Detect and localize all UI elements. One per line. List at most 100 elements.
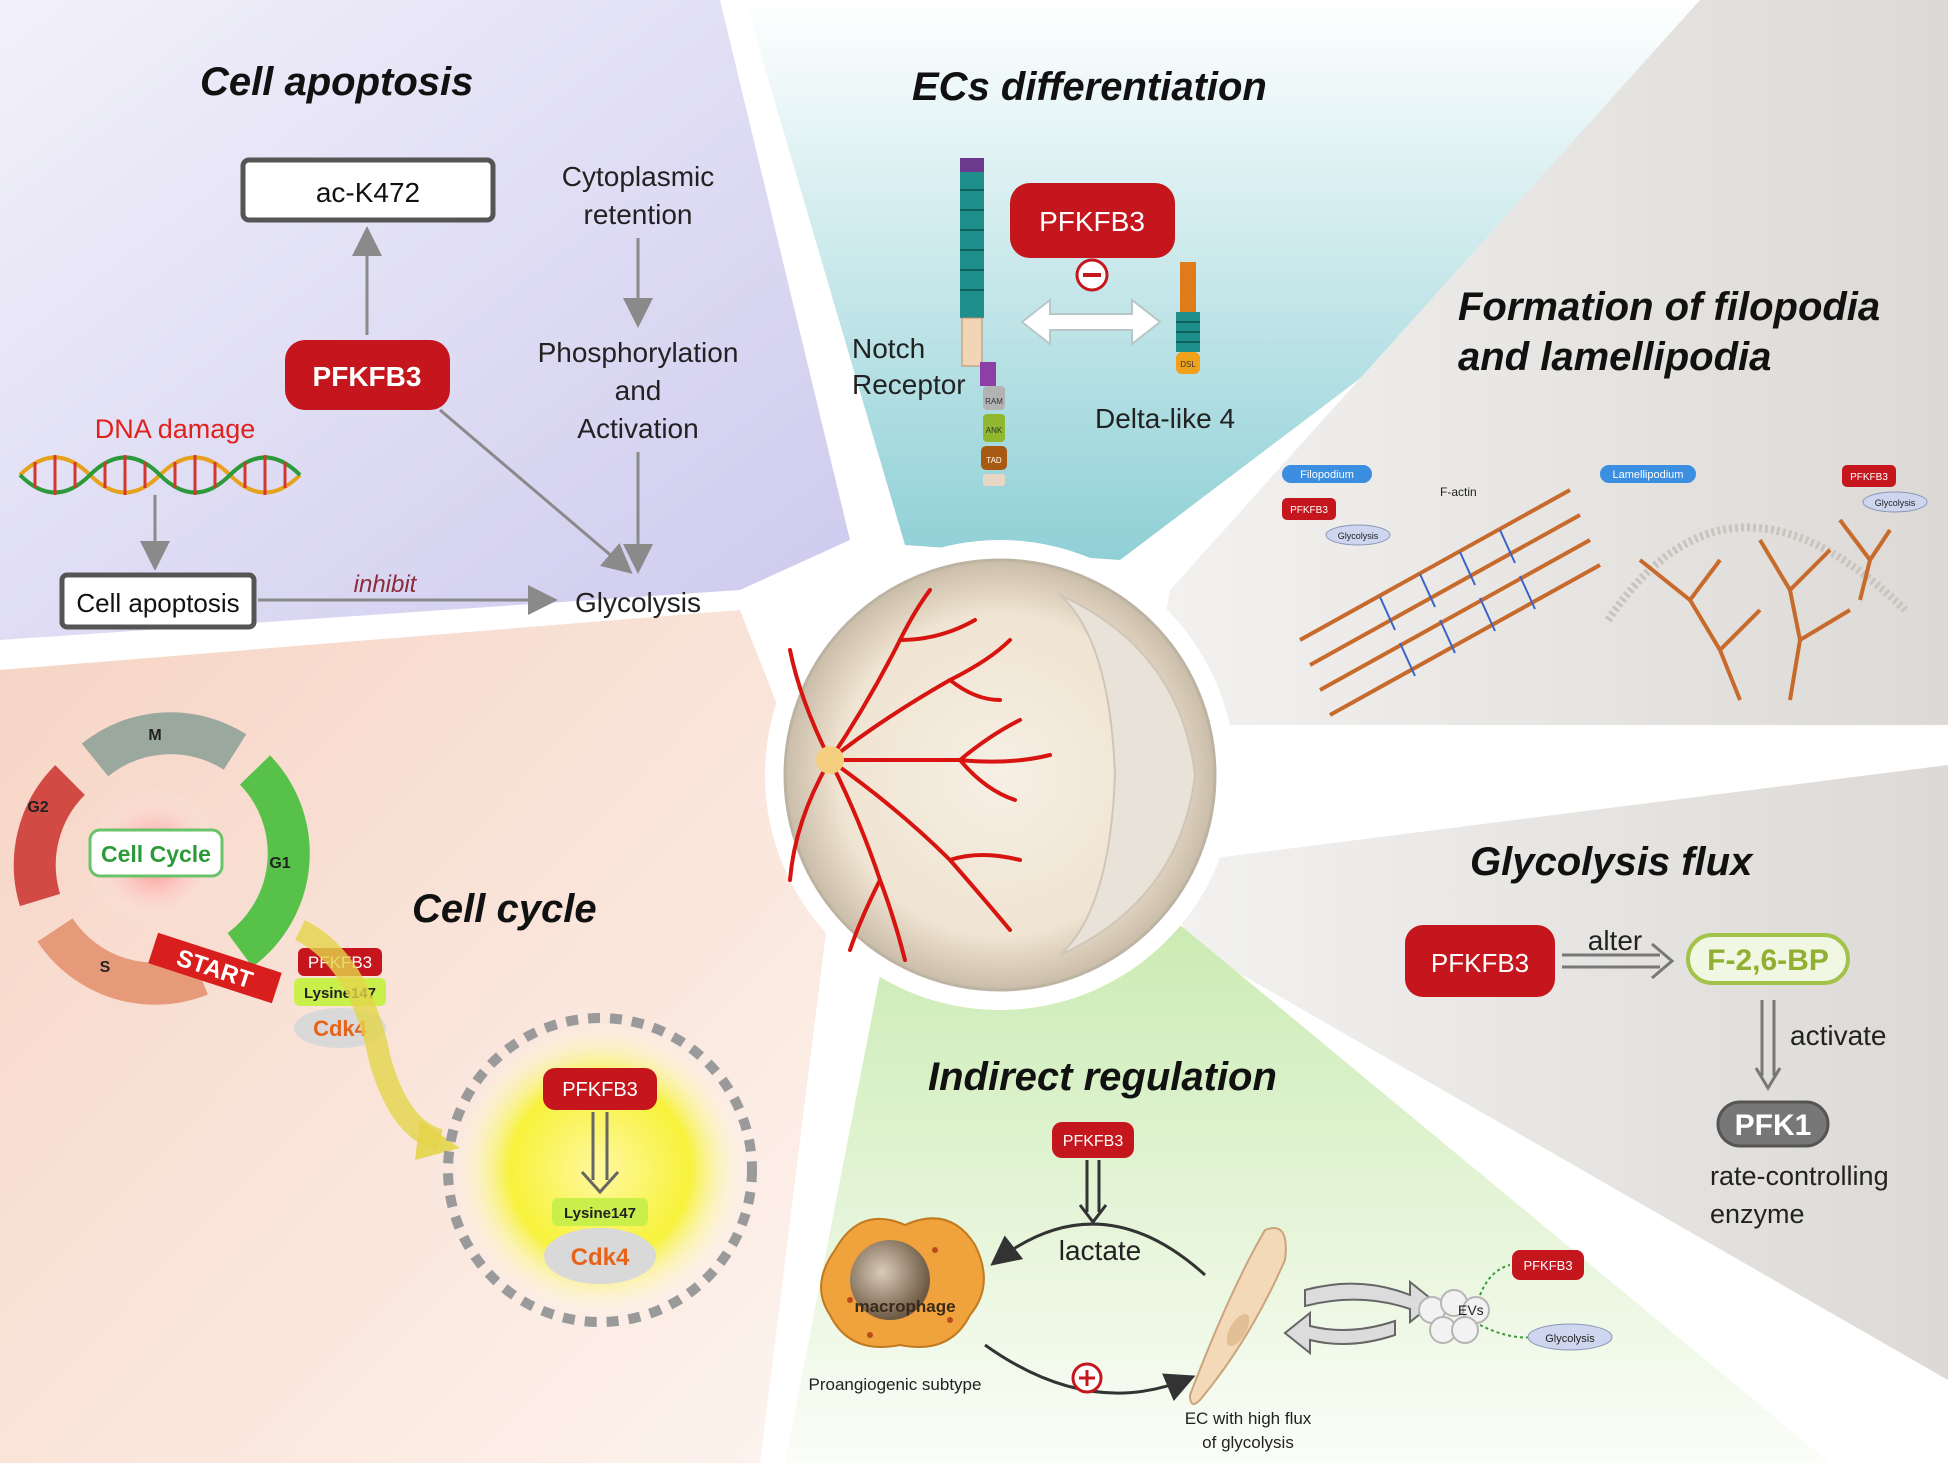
phosphorylation-label-1: Phosphorylation [538, 337, 739, 368]
flux-pfkfb3-label: PFKFB3 [1431, 948, 1529, 978]
lamellipodium-pfkfb3-label: PFKFB3 [1850, 472, 1888, 483]
lamellipodium-label: Lamellipodium [1613, 469, 1684, 481]
nucleus-membrane [443, 1013, 757, 1327]
phase-g2-label: G2 [27, 799, 48, 816]
pfk1-pill [1716, 1100, 1830, 1148]
notch-label-2: Receptor [852, 369, 966, 400]
macrophage-icon [820, 1217, 985, 1348]
svg-text:DSL: DSL [1180, 360, 1196, 369]
dna-helix-icon [18, 455, 302, 495]
indirect-down-arrow [1078, 1160, 1108, 1225]
nucleus-cdk4-ellipse [544, 1228, 656, 1284]
indirect-pfkfb3-pill [1052, 1122, 1134, 1158]
evs-cluster-icon [1418, 1289, 1490, 1344]
phosphorylation-label-2: and [615, 375, 662, 406]
f26bp-label: F-2,6-BP [1707, 944, 1829, 977]
cell-cycle-title: Cell cycle [412, 887, 597, 931]
indirect-title: Indirect regulation [928, 1055, 1277, 1099]
enzyme-label-2: enzyme [1710, 1199, 1805, 1229]
alter-label: alter [1588, 925, 1642, 956]
f26bp-pill [1686, 933, 1850, 985]
ecs-pfkfb3-label: PFKFB3 [1039, 206, 1145, 237]
nucleus-pfkfb3-label: PFKFB3 [562, 1079, 638, 1101]
evs-label: EVs [1458, 1302, 1484, 1318]
svg-text:TAD: TAD [986, 456, 1002, 465]
endothelial-cell-icon [1188, 1227, 1287, 1405]
cell-apoptosis-label: Cell apoptosis [76, 588, 239, 618]
inhibit-label: inhibit [354, 571, 418, 598]
ev-glycolysis-label: Glycolysis [1545, 1333, 1595, 1345]
notch-delta-interaction-arrow [1020, 297, 1162, 347]
phase-s-label: S [100, 959, 111, 976]
nucleus-lysine-pill [552, 1198, 648, 1226]
lamellipodium-pfkfb3-pill [1842, 465, 1896, 487]
cell-cycle-center-label: Cell Cycle [101, 841, 211, 867]
flux-pfkfb3-pill [1405, 925, 1555, 997]
svg-text:ANK: ANK [986, 426, 1003, 435]
filopodia-title-2: and lamellipodia [1458, 335, 1771, 379]
lactate-label: lactate [1059, 1235, 1142, 1266]
filopodium-glycolysis-bubble [1325, 524, 1391, 546]
cell-cycle-center-box [88, 828, 224, 878]
phase-g1-label: G1 [269, 855, 290, 872]
apoptosis-pfkfb3-label: PFKFB3 [313, 361, 422, 392]
ecs-title: ECs differentiation [912, 65, 1267, 109]
eye-illustration [765, 540, 1235, 1010]
indirect-pfkfb3-label: PFKFB3 [1063, 1133, 1124, 1150]
ecs-pfkfb3-pill [1010, 183, 1175, 258]
lamellipodium-glycolysis-bubble [1862, 491, 1928, 513]
lamellipodium-membrane [1604, 523, 1908, 623]
nucleus-cdk4-label: Cdk4 [571, 1244, 630, 1271]
lactate-arrow [990, 1222, 1207, 1277]
cycle-translocation-arrow [294, 920, 444, 1151]
cytoplasmic-label-2: retention [584, 199, 693, 230]
filopodium-glycolysis-label: Glycolysis [1338, 531, 1379, 541]
dna-damage-label: DNA damage [95, 414, 256, 444]
subtype-label: Proangiogenic subtype [809, 1375, 982, 1394]
alter-arrow [1562, 942, 1675, 980]
delta-like-4-label: Delta-like 4 [1095, 403, 1235, 434]
apoptosis-glycolysis-label: Glycolysis [575, 587, 701, 618]
ac-k472-label: ac-K472 [316, 177, 420, 208]
filopodium-label: Filopodium [1300, 469, 1354, 481]
cell-cycle-ring [13, 712, 310, 1005]
macrophage-label: macrophage [854, 1297, 955, 1316]
ac-k472-box [240, 157, 496, 223]
ec-label-2: of glycolysis [1202, 1433, 1294, 1452]
ev-pfkfb3-label: PFKFB3 [1523, 1258, 1572, 1273]
filopodia-title-1: Formation of filopodia [1458, 285, 1880, 329]
lamellipodium-badge [1600, 465, 1696, 483]
nucleus-lysine-label: Lysine147 [564, 1205, 636, 1222]
svg-text:RAM: RAM [985, 397, 1003, 406]
notch-receptor-icon: RAM ANK TAD [960, 158, 1007, 486]
delta-like-4-icon: DSL [1176, 262, 1200, 374]
activate-label: activate [1790, 1020, 1887, 1051]
pfkfb3-to-glycolysis-arrow [439, 408, 633, 574]
filopodium-actin-bundle [1299, 488, 1601, 717]
nucleus-down-arrow [580, 1112, 620, 1195]
cell-apoptosis-box [59, 572, 257, 630]
lamellipodium-actin-network [1638, 518, 1892, 701]
lamellipodium-glycolysis-label: Glycolysis [1875, 498, 1916, 508]
nucleus-pfkfb3-pill [543, 1068, 657, 1110]
ev-pfkfb3-pill [1512, 1250, 1584, 1280]
filopodium-pfkfb3-label: PFKFB3 [1290, 505, 1328, 516]
apoptosis-pfkfb3-pill [285, 340, 450, 410]
phosphorylation-label-3: Activation [577, 413, 698, 444]
notch-label-1: Notch [852, 333, 925, 364]
nucleus-glow [450, 1020, 750, 1320]
f-actin-label: F-actin [1440, 485, 1477, 499]
filopodium-pfkfb3-pill [1282, 498, 1336, 520]
enzyme-label-1: rate-controlling [1710, 1161, 1889, 1191]
cytoplasmic-label-1: Cytoplasmic [562, 161, 714, 192]
ev-glycolysis-bubble [1527, 1323, 1613, 1351]
phase-m-label: M [148, 727, 161, 744]
activate-arrow [1754, 1000, 1782, 1091]
apoptosis-title: Cell apoptosis [200, 60, 473, 104]
filopodium-badge [1282, 465, 1372, 483]
ec-label-1: EC with high flux [1185, 1409, 1312, 1428]
indirect-panel-bg [785, 900, 1830, 1463]
flux-title: Glycolysis flux [1470, 840, 1754, 884]
flux-panel-bg [1160, 765, 1948, 1380]
